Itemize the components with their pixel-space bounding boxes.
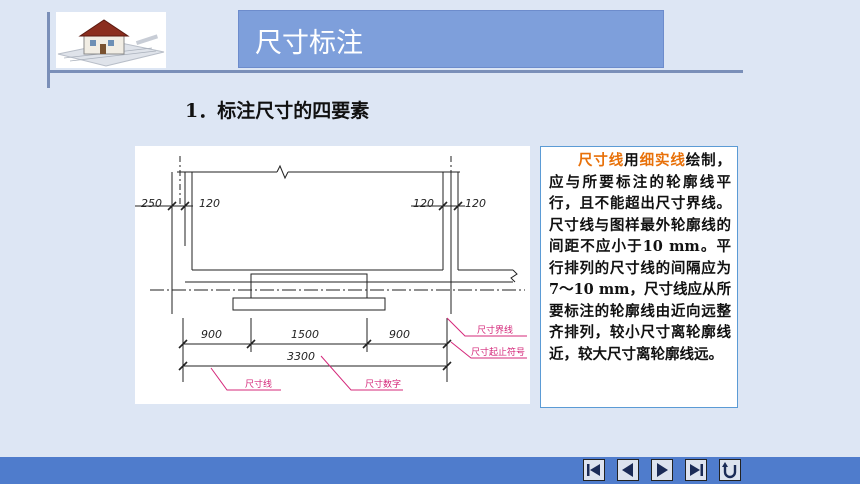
prev-icon[interactable] [617, 459, 639, 481]
title-banner: 尺寸标注 [238, 10, 664, 68]
page-title: 尺寸标注 [255, 28, 363, 59]
bottom-bar [0, 457, 860, 484]
label-jiexian: 尺寸界线 [477, 324, 513, 336]
dim-120-c: 120 [465, 197, 486, 210]
dim-120-a: 120 [199, 197, 220, 210]
dim-900-b: 900 [389, 328, 410, 341]
term-dimension-line: 尺寸线 [578, 152, 625, 169]
label-chicunxian: 尺寸线 [245, 378, 272, 390]
dim-1500: 1500 [291, 328, 319, 341]
dim-120-b: 120 [413, 197, 434, 210]
label-qizhi: 尺寸起止符号 [471, 346, 525, 358]
dimension-diagram: 250 120 120 120 900 1500 900 3300 尺寸界线 尺… [135, 146, 530, 404]
header-horizontal-rule [47, 70, 743, 73]
note-text-a: 用 [624, 152, 640, 169]
return-icon[interactable] [719, 459, 741, 481]
header-vertical-rule [47, 12, 50, 88]
dim-900-a: 900 [201, 328, 222, 341]
term-thin-line: 细实线 [639, 152, 686, 169]
last-icon[interactable] [685, 459, 707, 481]
note-text-b: 绘制，应与所要标注的轮廓线平行，且不能超出尺寸界线。尺寸线与图样最外轮廓线的间距… [549, 152, 732, 363]
section-heading: 1．标注尺寸的四要素 [185, 100, 370, 122]
header-house-image [56, 12, 166, 68]
label-shuzi: 尺寸数字 [365, 378, 401, 390]
dim-250: 250 [141, 197, 162, 210]
dim-3300: 3300 [287, 350, 315, 363]
first-icon[interactable] [583, 459, 605, 481]
explanation-note: 尺寸线用细实线绘制，应与所要标注的轮廓线平行，且不能超出尺寸界线。尺寸线与图样最… [540, 146, 738, 408]
next-icon[interactable] [651, 459, 673, 481]
